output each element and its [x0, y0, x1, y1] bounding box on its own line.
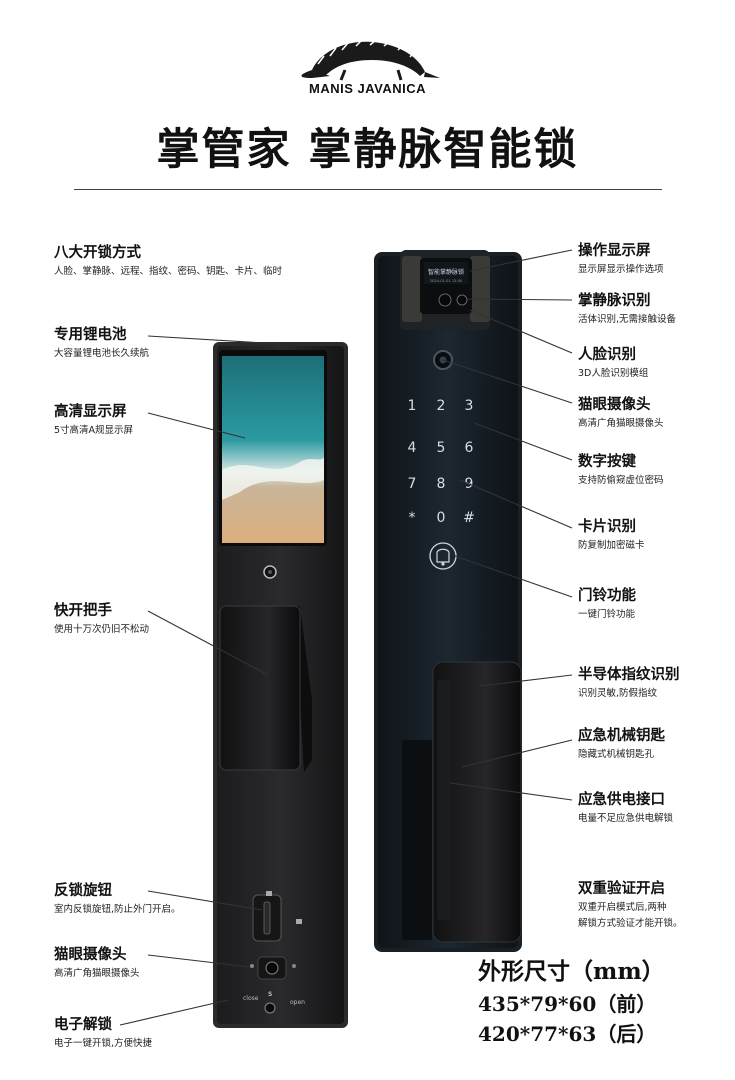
feature-desc: 防复制加密磁卡	[578, 540, 645, 551]
outdoor-unit	[374, 250, 522, 952]
top-screen-subtext: 2024-01-01 12:00	[430, 279, 463, 283]
keypad-key-0: 0	[437, 510, 446, 526]
feature-title: 猫眼摄像头	[578, 397, 651, 413]
feature-desc: 识别灵敏,防假指纹	[578, 688, 658, 699]
feature-title: 八大开锁方式	[54, 245, 141, 261]
feature-desc: 使用十万次仍旧不松动	[54, 624, 150, 635]
feature-desc: 电子一键开锁,方便快捷	[54, 1038, 153, 1049]
page-title: 掌管家 掌静脉智能锁	[156, 125, 579, 175]
leader-lines	[119, 249, 573, 1026]
keypad-key-5: 5	[437, 440, 446, 456]
feature-desc: 活体识别,无需接触设备	[578, 314, 677, 325]
feature-title: 半导体指纹识别	[578, 667, 680, 683]
feature-desc: 室内反锁旋钮,防止外门开启。	[54, 904, 181, 915]
feature-title: 高清显示屏	[54, 404, 127, 420]
keypad-key-4: 4	[408, 440, 417, 456]
keypad-key-6: 6	[465, 440, 474, 456]
feature-title: 应急供电接口	[578, 792, 665, 808]
feature-title: 人脸识别	[578, 347, 636, 363]
feature-hd-display: 高清显示屏 5寸高清A规显示屏	[54, 403, 334, 438]
feature-title: 卡片识别	[578, 519, 636, 535]
padlock-icon	[266, 891, 302, 924]
feature-electronic-unlock: 电子解锁 电子一键开锁,方便快捷	[54, 1016, 334, 1051]
feature-desc-line2: 解锁方式验证才能开锁。	[578, 918, 683, 929]
feature-battery: 专用锂电池 大容量锂电池长久续航	[54, 326, 334, 361]
feature-title: 专用锂电池	[54, 327, 127, 343]
feature-desc: 显示屏显示操作选项	[578, 264, 664, 275]
brand-name: MANIS JAVANICA	[308, 81, 427, 96]
feature-lock-knob: 反锁旋钮 室内反锁旋钮,防止外门开启。	[54, 882, 334, 917]
keypad-key-2: 2	[437, 398, 446, 414]
dimensions-back: 420*77*63（后）	[478, 1022, 657, 1046]
feature-title: 门铃功能	[578, 588, 636, 604]
feature-desc: 隐藏式机械钥匙孔	[578, 749, 655, 760]
feature-doorbell: 门铃功能 一键门铃功能	[578, 587, 728, 622]
pangolin-icon	[301, 39, 440, 81]
feature-desc: 双重开启模式后,两种	[578, 902, 667, 913]
dimensions-title: 外形尺寸（mm）	[478, 958, 665, 985]
feature-emergency-power: 应急供电接口 电量不足应急供电解锁	[578, 791, 728, 826]
keypad-key-3: 3	[465, 398, 474, 414]
feature-desc: 支持防偷窥虚位密码	[578, 475, 664, 486]
feature-title: 反锁旋钮	[54, 883, 112, 899]
feature-dual-verification: 双重验证开启 双重开启模式后,两种 解锁方式验证才能开锁。	[578, 880, 728, 931]
close-label: close	[243, 995, 259, 1002]
feature-desc: 人脸、掌静脉、远程、指纹、密码、钥匙、卡片、临时	[54, 266, 283, 277]
open-label: open	[290, 999, 305, 1006]
feature-desc: 一键门铃功能	[578, 609, 636, 620]
feature-quick-handle: 快开把手 使用十万次仍旧不松动	[54, 602, 334, 637]
feature-title: 猫眼摄像头	[54, 947, 127, 963]
keypad-key-1: 1	[408, 398, 417, 414]
keypad-key-#: #	[463, 510, 475, 526]
feature-title: 掌静脉识别	[578, 293, 651, 309]
feature-title: 电子解锁	[54, 1017, 112, 1033]
feature-title: 操作显示屏	[578, 243, 651, 259]
feature-desc: 3D人脸识别模组	[578, 368, 649, 379]
s-mark: S	[268, 991, 272, 998]
feature-operation-display: 操作显示屏 显示屏显示操作选项	[578, 242, 728, 277]
feature-desc: 高清广角猫眼摄像头	[578, 418, 664, 429]
feature-unlock-methods: 八大开锁方式 人脸、掌静脉、远程、指纹、密码、钥匙、卡片、临时	[54, 244, 334, 279]
top-screen-text: 智能掌静脉锁	[428, 268, 464, 276]
feature-title: 应急机械钥匙	[578, 728, 665, 744]
feature-desc: 大容量锂电池长久续航	[54, 348, 150, 359]
title-divider	[74, 189, 662, 190]
feature-desc: 电量不足应急供电解锁	[578, 813, 674, 824]
feature-fingerprint: 半导体指纹识别 识别灵敏,防假指纹	[578, 666, 728, 701]
feature-title: 双重验证开启	[578, 881, 665, 897]
indoor-unit	[213, 342, 348, 1028]
feature-face-recognition: 人脸识别 3D人脸识别模组	[578, 346, 728, 381]
feature-number-keys: 数字按键 支持防偷窥虚位密码	[578, 453, 728, 488]
feature-peephole-camera-right: 猫眼摄像头 高清广角猫眼摄像头	[578, 396, 728, 431]
feature-mechanical-key: 应急机械钥匙 隐藏式机械钥匙孔	[578, 727, 728, 762]
feature-title: 数字按键	[578, 454, 636, 470]
feature-card-recognition: 卡片识别 防复制加密磁卡	[578, 518, 728, 553]
keypad-key-*: *	[409, 510, 416, 526]
feature-palm-vein: 掌静脉识别 活体识别,无需接触设备	[578, 292, 728, 327]
feature-desc: 5寸高清A规显示屏	[54, 425, 134, 436]
keypad-key-7: 7	[408, 476, 417, 492]
keypad-key-8: 8	[437, 476, 446, 492]
feature-peephole-camera-left: 猫眼摄像头 高清广角猫眼摄像头	[54, 946, 334, 981]
dimensions-block: 外形尺寸（mm） 435*79*60（前） 420*77*63（后）	[478, 955, 723, 1049]
feature-title: 快开把手	[54, 603, 112, 619]
feature-desc: 高清广角猫眼摄像头	[54, 968, 140, 979]
dimensions-front: 435*79*60（前）	[478, 992, 657, 1016]
